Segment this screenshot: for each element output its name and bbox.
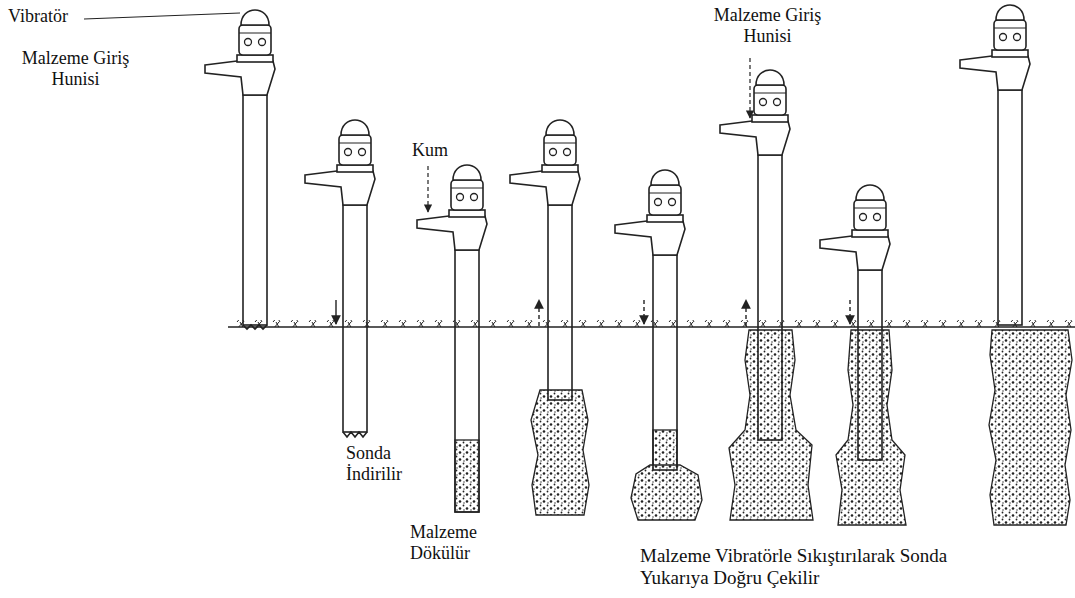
- vibrator-assembly: [205, 5, 1030, 270]
- step-label: Malzeme Vibratörle Sıkıştırılarak Sonda …: [640, 545, 970, 589]
- ground-line: [228, 320, 1075, 327]
- part-label: Malzeme Giriş Hunisi: [8, 48, 143, 89]
- part-label: Malzeme Giriş Hunisi: [700, 5, 835, 46]
- material-label: Kum: [412, 140, 456, 161]
- step-label: Sonda İndirilir: [346, 443, 426, 484]
- step-label: Malzeme Dökülür: [410, 522, 498, 563]
- leader-line: [84, 13, 750, 212]
- part-label: Vibratör: [8, 6, 98, 27]
- motion-arrow: [336, 300, 850, 326]
- probe-tube: [243, 90, 1022, 512]
